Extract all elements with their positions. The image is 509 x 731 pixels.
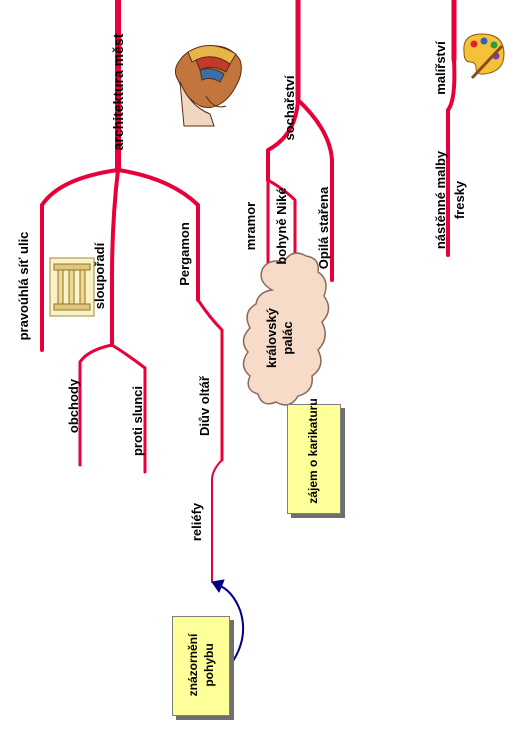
label-obchody: obchody <box>66 378 81 434</box>
column-portico-icon <box>49 257 95 317</box>
label-diuv-oltar: Diův oltář <box>197 376 212 436</box>
branch-socharstvi <box>266 98 300 182</box>
branch-malirstvi <box>446 58 457 257</box>
branch-pravouhla <box>40 168 120 352</box>
branch-proti-slunci <box>110 343 147 474</box>
label-socharstvi: sochařství <box>282 75 297 141</box>
paint-palette-icon <box>463 33 505 80</box>
label-pravouhla-sit-ulic: pravoúhlá síť ulic <box>16 231 31 341</box>
label-sloupoRadi: sloupořadí <box>92 242 107 310</box>
branch-reliefy <box>211 459 223 583</box>
label-kralovsky-palac: královský palác <box>264 308 295 368</box>
callout-znazorneni-pohybu: znázornění pohybu <box>172 616 230 716</box>
branch-pergamon <box>116 168 200 302</box>
label-malirstvi: malířství <box>433 41 448 95</box>
label-architektura-mest: architektura měst <box>110 33 126 151</box>
label-bohyne-nike: bohyně Niké <box>274 187 289 265</box>
callout-zajem-o-karikaturu: zájem o karikaturu <box>287 398 341 514</box>
callout-arrow <box>217 584 245 669</box>
branch-diuv-oltar <box>196 298 224 462</box>
label-zajem-o-karikaturu: zájem o karikaturu <box>306 398 320 504</box>
label-nastenne-malby: nástěnné malby <box>433 150 448 250</box>
label-znazorneni-pohybu: znázornění pohybu <box>186 633 216 697</box>
branch-opila-starena <box>296 98 334 282</box>
branch-obchody <box>78 343 114 467</box>
label-reliefy: reliéfy <box>189 502 204 542</box>
label-mramor: mramor <box>243 201 258 251</box>
branch-sloupoRadi <box>110 168 120 347</box>
label-pergamon: Pergamon <box>177 222 192 286</box>
label-fresky: fresky <box>452 180 467 220</box>
label-proti-slunci: proti slunci <box>130 385 145 457</box>
label-opila-starena: Opilá stařena <box>316 186 331 270</box>
branch-bohyne-nike <box>266 178 297 267</box>
cloud-shape <box>242 252 330 406</box>
sculpture-head-icon <box>174 45 242 127</box>
